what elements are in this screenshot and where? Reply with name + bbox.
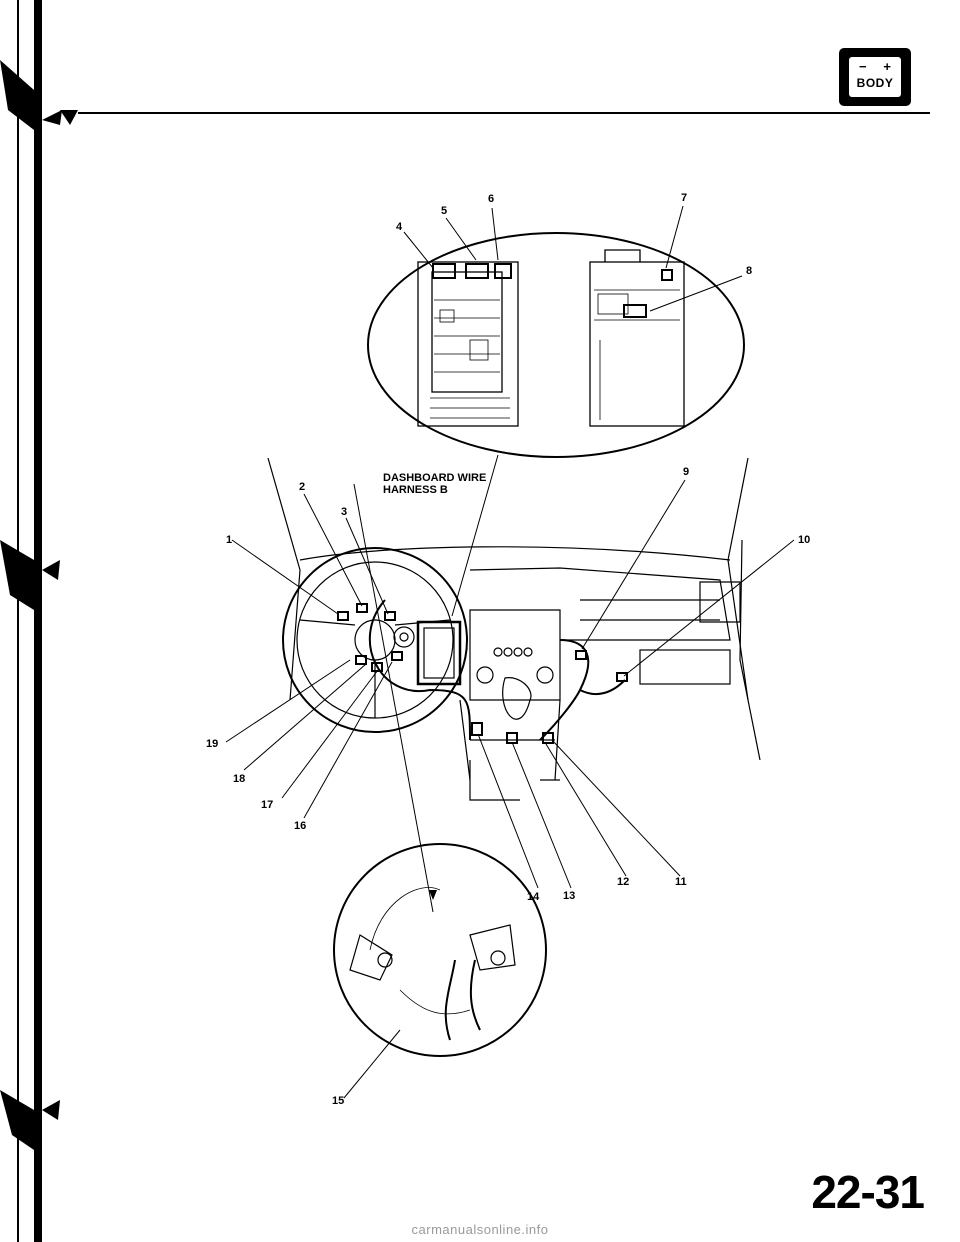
- callout-11: 11: [675, 876, 687, 888]
- harness-label: DASHBOARD WIRE HARNESS B: [383, 472, 487, 496]
- binding-edge: [0, 0, 62, 1242]
- callout-14: 14: [527, 891, 540, 903]
- leader-lines: [225, 205, 795, 1099]
- callout-19: 19: [206, 738, 219, 750]
- battery-icon: − + BODY: [849, 57, 901, 97]
- section-badge: − + BODY: [839, 48, 911, 106]
- minus-sign: −: [859, 59, 867, 74]
- callout-15: 15: [332, 1095, 345, 1107]
- callout-1: 1: [226, 534, 233, 546]
- callout-6: 6: [488, 193, 495, 205]
- callout-4: 4: [396, 221, 403, 233]
- callout-18: 18: [233, 773, 246, 785]
- callout-8: 8: [746, 265, 753, 277]
- page-number: 22-31: [811, 1166, 925, 1218]
- fuse-box-inset: [367, 232, 745, 458]
- section-label: BODY: [856, 76, 894, 90]
- dashboard: [267, 457, 761, 801]
- callout-3: 3: [341, 506, 348, 518]
- callout-10: 10: [798, 534, 811, 546]
- detail-inset: [333, 843, 547, 1057]
- callout-5: 5: [441, 205, 448, 217]
- callout-16: 16: [294, 820, 307, 832]
- plus-sign: +: [883, 59, 891, 74]
- watermark: carmanualsonline.info: [411, 1222, 549, 1237]
- callout-13: 13: [563, 890, 576, 902]
- callout-9: 9: [683, 466, 690, 478]
- callout-17: 17: [261, 799, 274, 811]
- callout-12: 12: [617, 876, 630, 888]
- callout-7: 7: [681, 192, 688, 204]
- callout-2: 2: [299, 481, 306, 493]
